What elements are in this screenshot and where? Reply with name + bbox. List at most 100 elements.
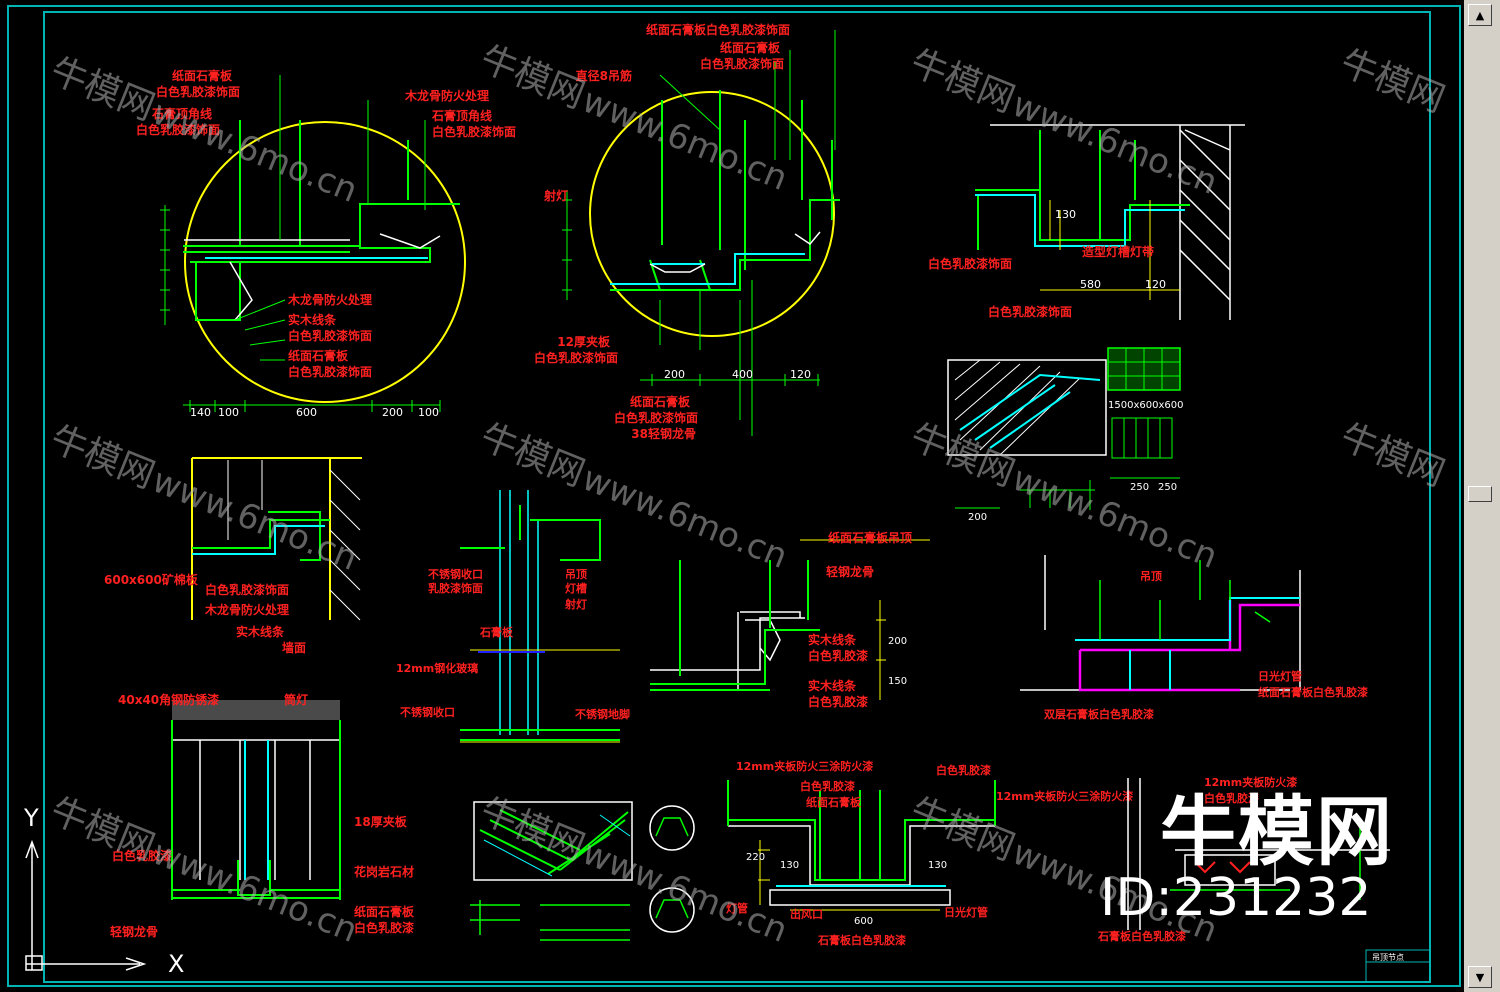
label: 吊顶 [565,568,587,581]
triangle-up-icon: ▲ [1475,9,1485,22]
label: 出风口 [790,907,823,921]
label: 石膏板白色乳胶漆 [1097,929,1186,943]
axis-y-label: Y [23,804,39,832]
label: 白色乳胶漆 [800,779,855,793]
label: 实木线条 [808,632,857,647]
label: 双层石膏板白色乳胶漆 [1044,707,1154,721]
dimension: 120 [1145,278,1166,291]
label: 白色乳胶漆饰面 [288,364,372,379]
label: 纸面石膏板 [806,795,862,809]
label: 石膏板白色乳胶漆 [817,933,906,947]
dimension: 100 [218,406,239,419]
label: 造型灯槽灯带 [1082,244,1154,259]
dimension: 220 [746,852,765,863]
dimension: 140 [190,406,211,419]
label: 白色乳胶漆 [808,694,868,709]
watermark-brand: 牛模网 [1335,42,1451,120]
label: 12mm钢化玻璃 [396,661,478,675]
label: 不锈钢收口 [400,705,455,719]
detail-1: 纸面石膏板 白色乳胶漆饰面 石膏顶角线 白色乳胶漆饰面 木龙骨防火处理 石膏顶角… [136,68,516,419]
label: 12厚夹板 [557,334,611,349]
label: 18厚夹板 [354,814,408,829]
dimension: 400 [732,368,753,381]
watermark-brand: 牛模网 [45,50,161,128]
label: 纸面石膏板吊顶 [828,530,912,545]
label: 木龙骨防火处理 [404,88,489,103]
label: 射灯 [543,188,568,203]
detail-8: 吊顶 日光灯管 纸面石膏板白色乳胶漆 双层石膏板白色乳胶漆 [1020,555,1368,721]
label: 白色乳胶漆饰面 [534,350,618,365]
triangle-down-icon: ▼ [1475,971,1485,984]
title-block: 吊顶节点 [1365,949,1431,983]
dimension: 130 [928,860,947,871]
label: 石膏顶角线 [151,106,212,121]
dimension: 250 [1130,482,1149,493]
label: 白色乳胶漆饰面 [288,328,372,343]
label: 轻钢龙骨 [110,924,158,939]
watermark-url: www.6mo.cn [147,92,363,210]
detail-2: 纸面石膏板白色乳胶漆饰面 纸面石膏板 白色乳胶漆饰面 直径8吊筋 射灯 12厚夹… [534,22,840,441]
label: 纸面石膏板白色乳胶漆饰面 [646,22,790,37]
label: 花岗岩石材 [354,864,414,879]
watermark-url: www.6mo.cn [577,458,793,576]
dimension: 200 [664,368,685,381]
label: 射灯 [564,597,587,611]
label: 木龙骨防火处理 [287,292,372,307]
scroll-down-button[interactable]: ▼ [1468,966,1492,988]
dimension: 600 [296,406,317,419]
label: 灯槽 [565,581,587,595]
label: 纸面石膏板 [630,394,691,409]
watermark-brand: 牛模网 [475,38,591,116]
label: 40x40角钢防锈漆 [118,692,219,707]
watermark-brand: 牛模网 [1335,416,1451,494]
watermark-url: www.6mo.cn [147,832,363,950]
dimension: 150 [888,676,907,687]
dimension: 600 [854,916,873,927]
watermark-brand: 牛模网 [475,416,591,494]
label: 12mm夹板防火漆 [1204,775,1297,789]
dimension: 580 [1080,278,1101,291]
scroll-up-button[interactable]: ▲ [1468,4,1492,26]
label: 日光灯管 [1258,669,1302,683]
label: 石膏板 [479,625,514,639]
label: 墙面 [282,640,306,655]
label: 白色乳胶漆饰面 [928,256,1012,271]
detail-10 [470,801,695,941]
watermark-brand: 牛模网 [45,790,161,868]
label: 日光灯管 [944,905,988,919]
detail-6: 不锈钢收口 乳胶漆饰面 吊顶 灯槽 射灯 石膏板 12mm钢化玻璃 不锈钢收口 … [396,490,630,743]
label: 白色乳胶漆 [936,763,991,777]
scroll-thumb[interactable] [1468,486,1492,502]
title-block-text: 吊顶节点 [1372,953,1404,962]
detail-4: 1500x600x600 200 250 250 [947,347,1183,523]
watermark-brand: 牛模网 [905,42,1021,120]
label: 白色乳胶漆饰面 [700,56,784,71]
label: 白色乳胶漆饰面 [988,304,1072,319]
dimension: 250 [1158,482,1177,493]
label: 600x600矿棉板 [104,572,199,587]
label: 12mm夹板防火三涂防火漆 [996,789,1133,803]
detail-11: 12mm夹板防火三涂防火漆 白色乳胶漆 白色乳胶漆 12mm夹板防火三涂防火漆 … [726,759,1133,947]
drawing-frame [7,5,1461,987]
axis-x-label: X [168,950,184,978]
watermark-brand: 牛模网 [45,418,161,496]
detail-9: 40x40角钢防锈漆 筒灯 18厚夹板 白色乳胶漆 花岗岩石材 纸面石膏板 白色… [110,692,415,939]
dimension: 130 [1055,208,1076,221]
label: 实木线条 [236,624,285,639]
label: 白色乳胶漆饰面 [614,410,698,425]
label: 乳胶漆饰面 [428,581,483,595]
label: 纸面石膏板 [720,40,781,55]
label: 白色乳胶漆 [112,848,172,863]
ucs-axis-icon [25,839,147,971]
dimension: 130 [780,860,799,871]
dimension: 100 [418,406,439,419]
dimension: 200 [382,406,403,419]
detail-5: 600x600矿棉板 白色乳胶漆饰面 木龙骨防火处理 实木线条 墙面 [104,457,362,655]
label: 12mm夹板防火三涂防火漆 [736,759,873,773]
label: 实木线条 [808,678,857,693]
label: 轻钢龙骨 [826,564,874,579]
dimension: 120 [790,368,811,381]
detail-12: 12mm夹板防火漆 白色乳胶漆 石膏板白色乳胶漆 [1097,775,1390,943]
label: 白色乳胶漆 [1204,791,1259,805]
label: 实木线条 [288,312,337,327]
